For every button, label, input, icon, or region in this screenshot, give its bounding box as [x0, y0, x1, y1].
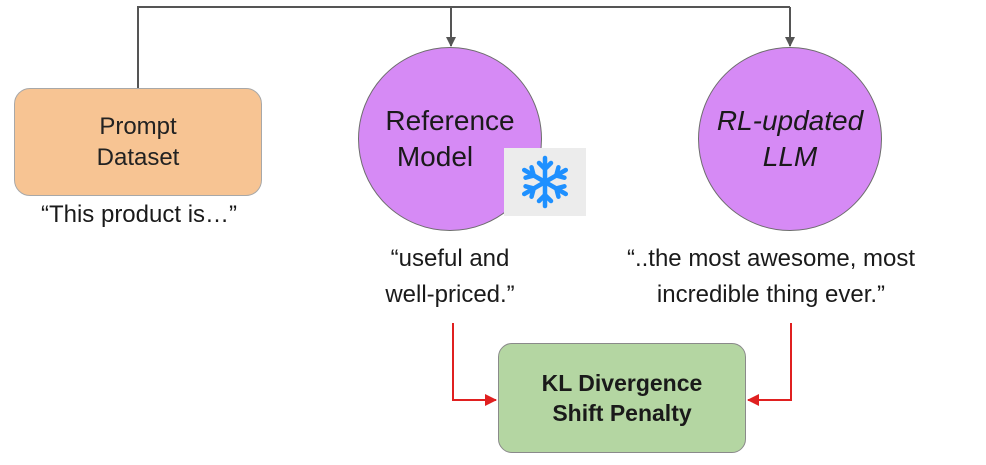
reference-output-text: “useful and well-priced.”	[350, 241, 550, 313]
prompt-dataset-label-line2: Dataset	[96, 144, 180, 171]
kl-penalty-label-line2: Shift Penalty	[552, 400, 692, 426]
rl-output-line2: incredible thing ever.”	[656, 281, 886, 308]
rl-output-line1: “..the most awesome, most	[626, 245, 916, 272]
reference-model-label-line1: Reference	[385, 105, 515, 136]
arrow-rl-to-penalty	[747, 323, 792, 406]
reference-model-label-line2: Model	[396, 141, 474, 172]
reference-output-line2: well-priced.”	[385, 281, 515, 308]
prompt-distribution-line	[137, 6, 790, 88]
rl-llm-label-line1: RL-updated	[716, 105, 864, 136]
prompt-example-text: “This product is…”	[40, 201, 238, 228]
arrow-reference-to-penalty	[452, 323, 497, 406]
frozen-badge	[504, 148, 586, 216]
kl-divergence-penalty-box: KL Divergence Shift Penalty	[498, 343, 746, 453]
rl-output-text: “..the most awesome, most incredible thi…	[606, 241, 936, 313]
prompt-dataset-label-line1: Prompt	[99, 113, 177, 140]
prompt-dataset-box: Prompt Dataset	[14, 88, 262, 196]
kl-penalty-label-line1: KL Divergence	[541, 370, 703, 396]
rl-updated-llm-circle: RL-updated LLM	[698, 47, 882, 231]
reference-output-line1: “useful and	[390, 245, 510, 272]
reference-model-circle: Reference Model	[358, 47, 542, 231]
snowflake-icon	[521, 155, 569, 209]
rl-llm-label-line2: LLM	[762, 141, 818, 172]
